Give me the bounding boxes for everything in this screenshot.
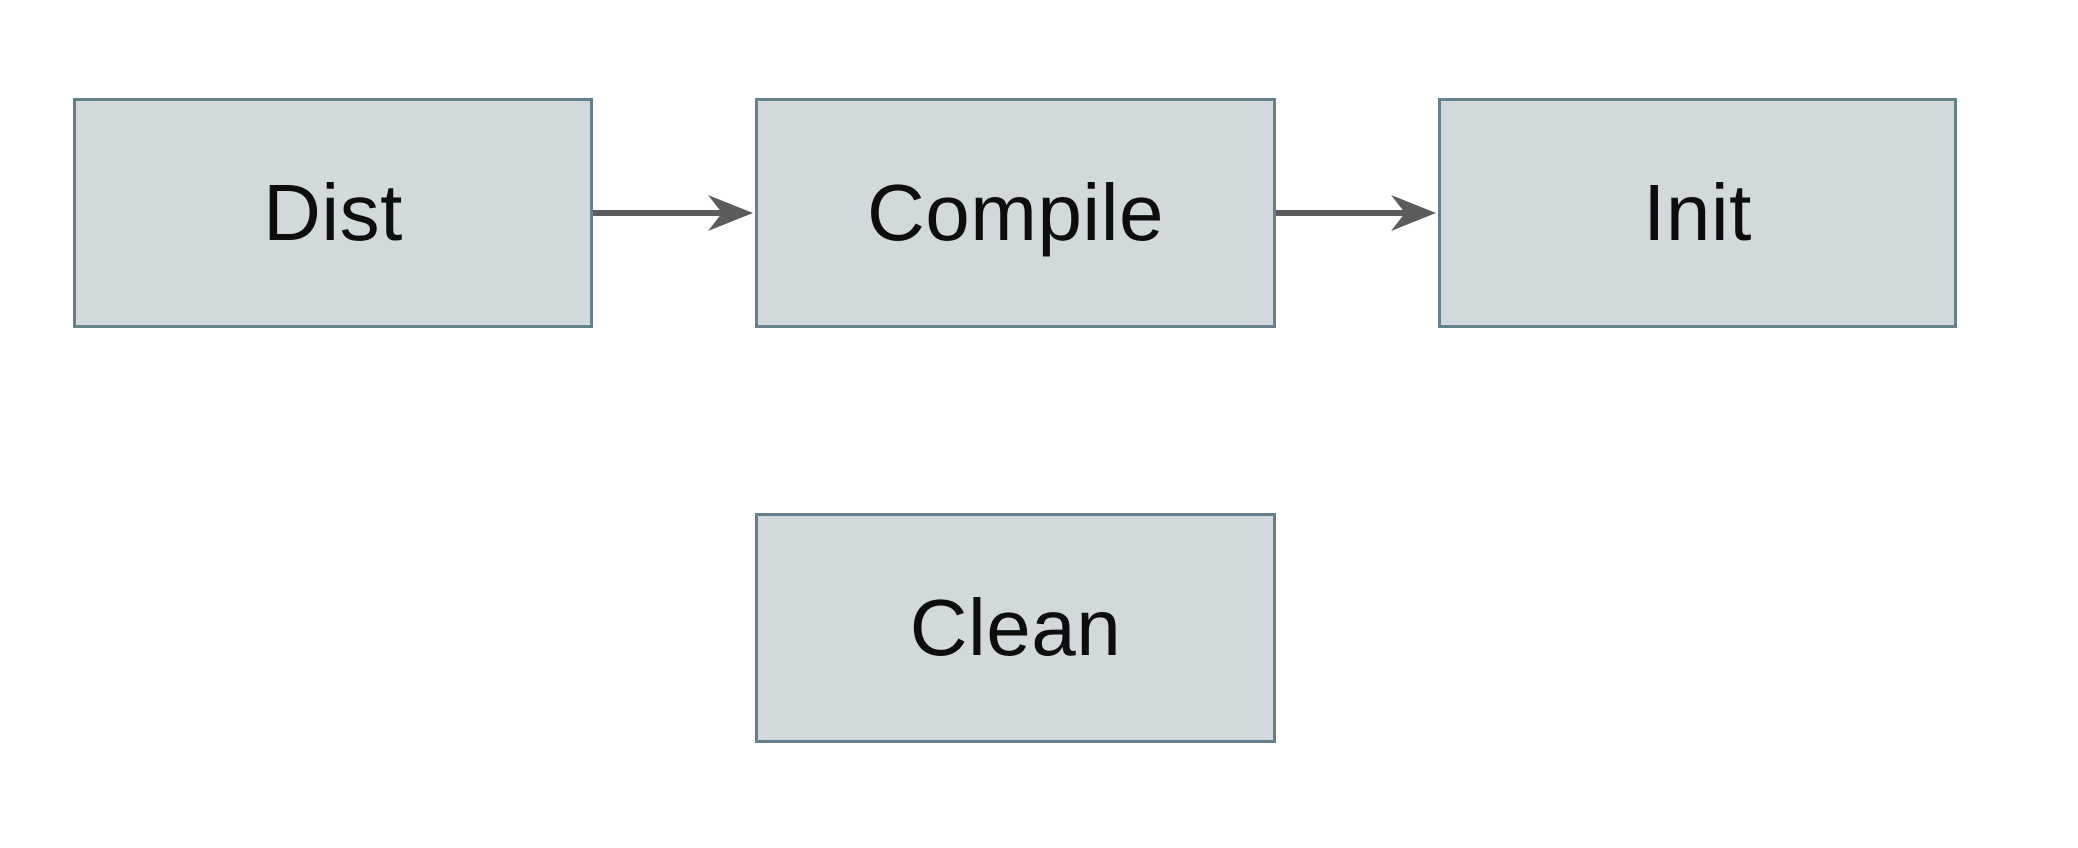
- arrowhead-icon: [1391, 195, 1436, 231]
- node-clean-label: Clean: [909, 583, 1122, 672]
- node-compile[interactable]: Compile: [755, 98, 1276, 328]
- arrow-compile-to-init: [1276, 195, 1436, 231]
- node-compile-label: Compile: [867, 168, 1164, 257]
- node-dist-label: Dist: [263, 168, 403, 257]
- arrow-dist-to-compile: [593, 195, 753, 231]
- node-dist[interactable]: Dist: [73, 98, 593, 328]
- node-clean[interactable]: Clean: [755, 513, 1276, 743]
- arrowhead-icon: [708, 195, 753, 231]
- node-init-label: Init: [1643, 168, 1752, 257]
- node-init[interactable]: Init: [1438, 98, 1957, 328]
